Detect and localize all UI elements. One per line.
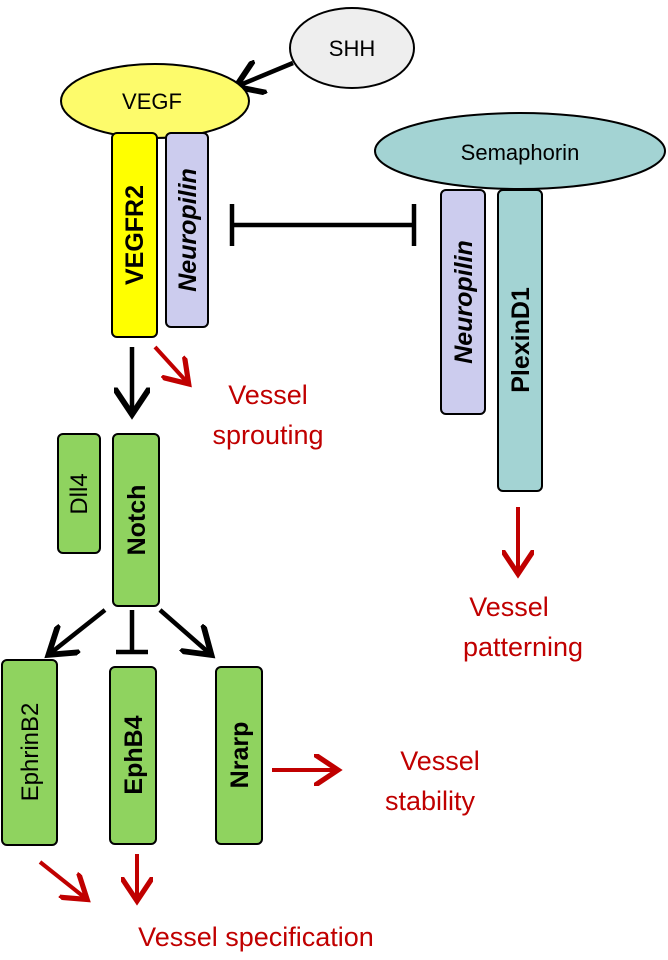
shh-to-vegf-arrow (240, 63, 294, 85)
neuropilin-right-receptor: Neuropilin (440, 189, 486, 415)
shh-label: SHH (329, 36, 375, 61)
ephb4-node: EphB4 (109, 666, 157, 845)
semaphorin-node: Semaphorin (374, 112, 666, 190)
stability-outcome-line2: stability (385, 786, 476, 816)
stability-outcome-line1: Vessel (400, 746, 480, 776)
neuropilin-mutual-inhibition (229, 204, 417, 246)
dll4-ligand: Dll4 (57, 433, 101, 554)
sprouting-outcome-line2: sprouting (212, 420, 323, 450)
neuropilin-left-receptor: Neuropilin (165, 132, 209, 328)
nrarp-node: Nrarp (215, 666, 263, 845)
neuropilin-left-label: Neuropilin (174, 168, 202, 292)
vegf-node: VEGF (60, 63, 250, 139)
patterning-outcome-line2: patterning (463, 632, 583, 662)
notch-to-ephrinb2-arrow (52, 608, 107, 652)
vegf-label: VEGF (122, 89, 182, 114)
ephrinb2-to-specification-arrow (38, 860, 84, 897)
shh-node: SHH (289, 7, 415, 89)
dll4-label: Dll4 (66, 473, 93, 514)
nrarp-label: Nrarp (226, 722, 254, 789)
notch-to-nrarp-arrow (158, 608, 208, 652)
ephrinb2-label: EphrinB2 (17, 703, 44, 802)
neuropilin-right-label: Neuropilin (450, 240, 478, 364)
vegfr2-label: VEGFR2 (121, 185, 149, 285)
specification-outcome: Vessel specification (138, 922, 374, 952)
sprouting-outcome-line1: Vessel (228, 380, 308, 410)
notch-label: Notch (123, 485, 151, 556)
vegfr2-receptor: VEGFR2 (111, 132, 158, 338)
plexind1-receptor: PlexinD1 (497, 189, 543, 492)
semaphorin-label: Semaphorin (461, 140, 580, 165)
patterning-outcome-line1: Vessel (469, 592, 549, 622)
plexind1-label: PlexinD1 (507, 287, 535, 393)
ephrinb2-node: EphrinB2 (1, 659, 58, 846)
notch-receptor: Notch (112, 433, 160, 607)
notch-inhibits-ephb4 (116, 610, 148, 655)
ephb4-label: EphB4 (120, 715, 148, 794)
vegfr2-to-sprouting-arrow (153, 345, 186, 381)
